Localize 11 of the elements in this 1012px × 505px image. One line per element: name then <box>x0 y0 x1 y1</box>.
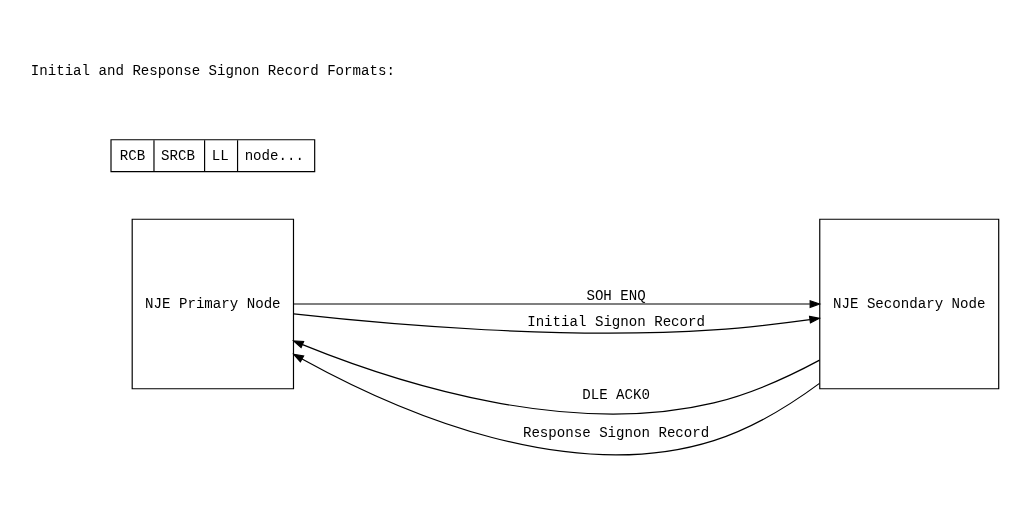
arrow <box>292 353 821 456</box>
edge-label: Response Signon Record <box>522 424 710 441</box>
edge-label: SOH ENQ <box>586 288 646 305</box>
edge-label: DLE ACK0 <box>582 386 650 403</box>
node-box: NJE Secondary Node <box>819 218 1000 390</box>
node-box: NJE Primary Node <box>131 218 295 390</box>
arrow <box>293 313 822 334</box>
edge-label: Initial Signon Record <box>527 313 705 330</box>
arrow <box>292 340 821 415</box>
label: Initial and Response Signon Record Formats: <box>30 62 395 79</box>
arrow <box>293 299 822 309</box>
